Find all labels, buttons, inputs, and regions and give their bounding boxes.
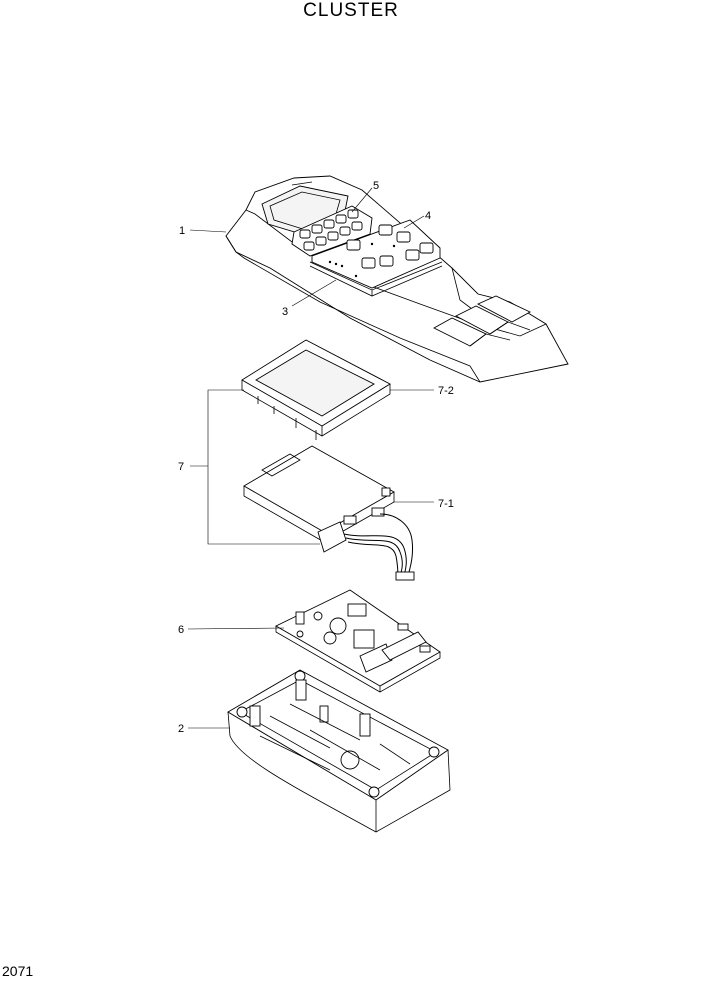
- part-5-keypad: [291, 205, 373, 257]
- leader-lines: [187, 187, 434, 729]
- part-2-rear-housing: [227, 669, 451, 833]
- housing-recesses: [433, 295, 531, 347]
- callout-2: 2: [178, 723, 184, 735]
- callout-7: 7: [178, 461, 184, 473]
- callout-4: 4: [425, 210, 431, 222]
- part-7-2-lcd-frame: [241, 339, 391, 440]
- callout-7-1: 7-1: [438, 498, 454, 510]
- callout-7-2: 7-2: [438, 385, 454, 397]
- page-title: CLUSTER: [303, 0, 399, 21]
- callout-7-bracket: [190, 389, 320, 545]
- callout-3: 3: [282, 306, 288, 318]
- callout-5: 5: [373, 180, 379, 192]
- part-1-front-housing: [225, 175, 569, 383]
- callout-6: 6: [178, 624, 184, 636]
- part-6-circuit-board: [275, 589, 441, 693]
- part-4-switch-panel: [311, 219, 441, 289]
- page-number: 2071: [2, 963, 34, 979]
- part-7-1-lcd-module: [243, 445, 415, 581]
- part-3-panel-plate: [309, 261, 443, 297]
- callout-1: 1: [179, 225, 185, 237]
